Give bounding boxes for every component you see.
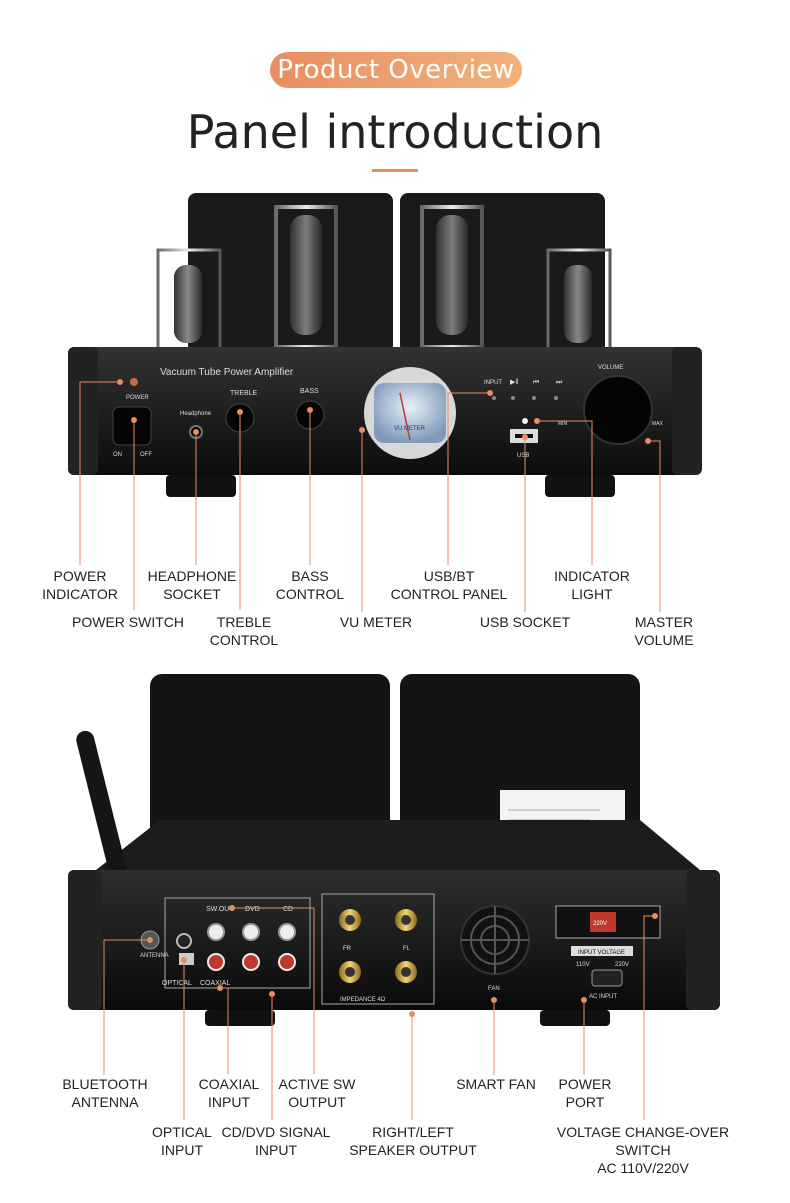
label-smart-fan: SMART FAN [456, 1076, 536, 1092]
fr-text: FR [343, 946, 352, 952]
treble-text: TREBLE [230, 390, 258, 397]
label-treble-control: TREBLE CONTROL [209, 614, 279, 648]
dvd-text: DVD [245, 906, 260, 913]
label-power-port: POWER PORT [558, 1076, 612, 1110]
headphone-text: Headphone [180, 411, 212, 417]
rear-transformer-cover-left [150, 674, 390, 854]
label-right-left-speaker-output: RIGHT/LEFT SPEAKER OUTPUT [349, 1124, 477, 1158]
label-cd-dvd-signal-input: CD/DVD SIGNAL INPUT [221, 1124, 331, 1158]
optical-jack-icon [176, 933, 192, 949]
usb-text: USB [517, 453, 529, 459]
input-voltage-text: INPUT VOLTAGE [578, 950, 625, 956]
fan-text: FAN [488, 986, 500, 992]
label-master-volume: MASTER VOLUME [634, 614, 694, 648]
optical-text: OPTICAL [162, 980, 192, 987]
power-text: POWER [126, 395, 149, 401]
ac-input-icon [591, 969, 623, 987]
rear-amplifier-image: ANTENNA SW.OUT DVD CD OPTICAL COAXIAL FR… [68, 674, 720, 1026]
indicator-light-icon [522, 418, 528, 424]
label-bass-control: BASS CONTROL [275, 568, 345, 602]
power-switch-button [112, 406, 152, 446]
product-overview-badge: Product Overview [270, 52, 522, 88]
label-usb-socket: USB SOCKET [479, 614, 571, 630]
sw-out-jack-icon [207, 923, 225, 941]
next-icon: ⏭ [556, 379, 563, 386]
sw-out-text: SW.OUT [206, 906, 234, 913]
v110-text: 110V [576, 962, 590, 968]
brand-text: Vacuum Tube Power Amplifier [160, 367, 294, 378]
ac-input-text: AC INPUT [589, 994, 617, 1000]
impedance-text: IMPEDANCE 4Ω [340, 997, 386, 1003]
label-power-switch: POWER SWITCH [72, 614, 184, 630]
coaxial-rca-icon [207, 953, 225, 971]
cd-text: CD [283, 906, 293, 913]
label-power-indicator: POWER INDICATOR [42, 568, 118, 602]
bass-text: BASS [300, 388, 319, 395]
volume-text: VOLUME [598, 365, 623, 371]
page-title: Panel introduction [186, 105, 604, 159]
power-indicator-icon [130, 378, 138, 386]
max-text: MAX [652, 421, 664, 427]
switch-text: 220V [593, 921, 607, 927]
rear-chassis [68, 870, 720, 1010]
on-text: ON [113, 452, 122, 458]
vu-meter-text: VU METER [394, 426, 426, 432]
antenna-text: ANTENNA [140, 953, 169, 959]
label-indicator-light: INDICATOR LIGHT [554, 568, 630, 602]
vu-meter-face [374, 383, 446, 443]
label-coaxial-input: COAXIAL INPUT [198, 1076, 260, 1110]
front-leader-lines [79, 379, 661, 612]
off-text: OFF [140, 452, 152, 458]
rear-leader-lines [103, 905, 658, 1120]
label-vu-meter: VU METER [339, 614, 413, 630]
label-optical-input: OPTICAL INPUT [152, 1124, 212, 1158]
label-usb-bt-control-panel: USB/BT CONTROL PANEL [390, 568, 508, 602]
volume-knob-icon [583, 375, 653, 445]
badge-text: Product Overview [277, 55, 515, 85]
input-text: INPUT [484, 380, 502, 386]
coaxial-text: COAXIAL [200, 980, 230, 987]
label-bluetooth-antenna: BLUETOOTH ANTENNA [62, 1076, 148, 1110]
label-voltage-switch: VOLTAGE CHANGE-OVER SWITCH AC 110V/220V [556, 1124, 730, 1176]
voltage-switch-icon [590, 912, 616, 932]
play-pause-icon: ▶‖ [510, 379, 518, 386]
min-text: MIN [558, 421, 568, 427]
front-amplifier-image: Vacuum Tube Power Amplifier POWER ON OFF… [68, 193, 702, 497]
fl-text: FL [403, 946, 411, 952]
title-underline [372, 169, 418, 172]
previous-icon: ⏮ [533, 379, 539, 386]
label-active-sw-output: ACTIVE SW OUTPUT [278, 1076, 356, 1110]
label-headphone-socket: HEADPHONE SOCKET [147, 568, 237, 602]
v220-text: 220V [615, 962, 629, 968]
